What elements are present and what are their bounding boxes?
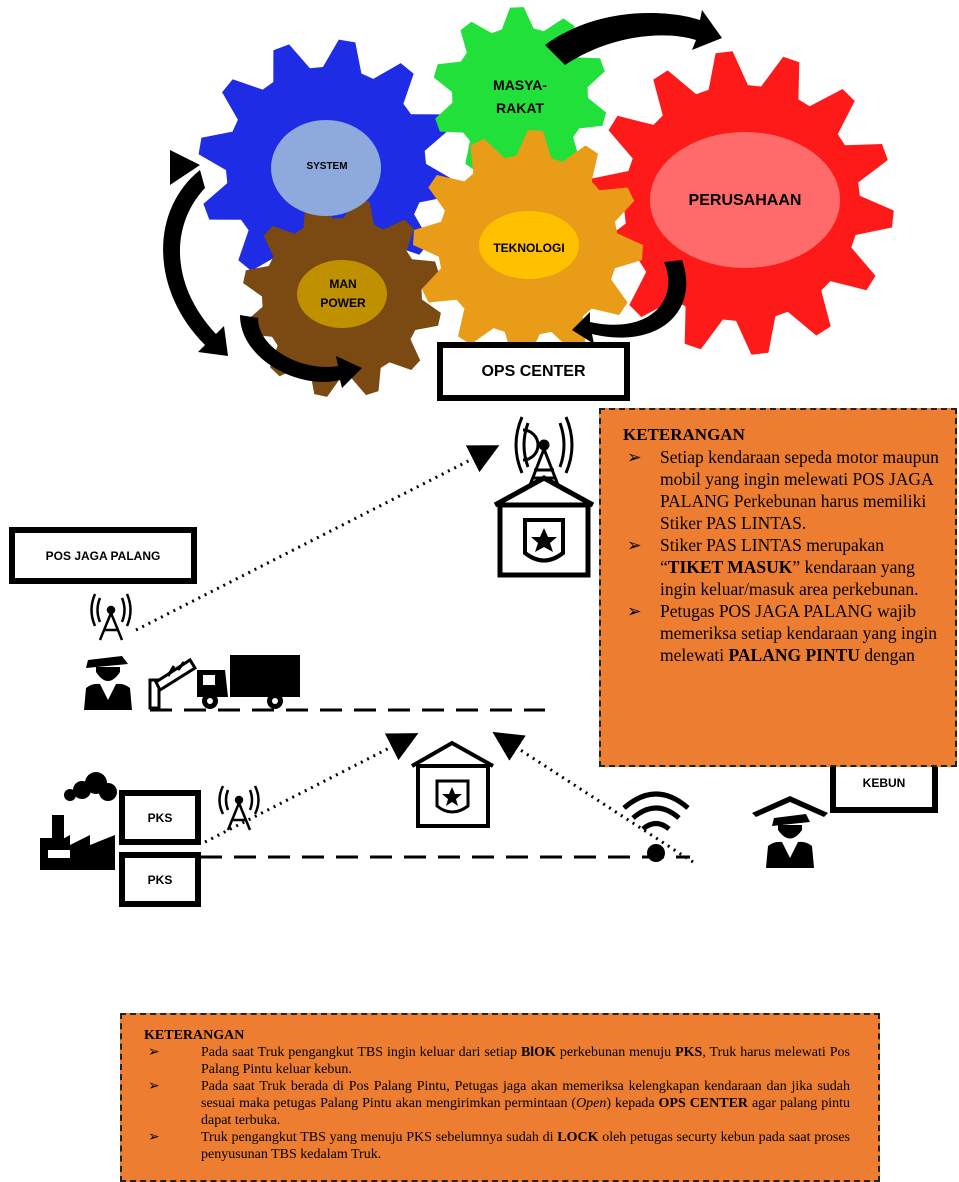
factory-icon bbox=[40, 772, 117, 870]
system-gear-label: SYSTEM bbox=[306, 161, 348, 172]
manpower-gear-center bbox=[297, 260, 387, 328]
keterangan-bottom-item: ➢ Truk pengangkut TBS yang menuju PKS se… bbox=[148, 1130, 850, 1162]
keterangan-top-list: ➢ Setiap kendaraan sepeda motor maupun m… bbox=[623, 446, 939, 666]
pks-tower-icon bbox=[218, 785, 260, 831]
arrow-bullet-icon: ➢ bbox=[148, 1045, 160, 1060]
teknologi-gear-center bbox=[479, 211, 579, 279]
arrow-bullet-icon: ➢ bbox=[627, 601, 642, 621]
pos-jaga-tower-icon bbox=[90, 593, 132, 641]
teknologi-gear-label: TEKNOLOGI bbox=[493, 241, 565, 255]
arrow-bullet-icon: ➢ bbox=[627, 535, 642, 555]
keterangan-bottom-note: KETERANGAN ➢ Pada saat Truk pengangkut T… bbox=[120, 1013, 880, 1182]
barrier-gate-icon bbox=[148, 657, 198, 710]
perusahaan-gear-label: PERUSAHAAN bbox=[688, 192, 802, 209]
ops-center-label: OPS CENTER bbox=[437, 342, 630, 401]
arrow-bullet-icon: ➢ bbox=[627, 447, 642, 467]
manpower-gear-label: MAN POWER bbox=[320, 277, 366, 310]
wifi-icon bbox=[622, 791, 690, 862]
pos-jaga-guard-icon bbox=[84, 656, 132, 710]
keterangan-top-item: ➢ Stiker PAS LINTAS merupakan “TIKET MAS… bbox=[627, 535, 919, 599]
cycle-arrows bbox=[163, 10, 722, 388]
pks-label-bottom: PKS bbox=[119, 852, 201, 907]
keterangan-top-item: ➢ Setiap kendaraan sepeda motor maupun m… bbox=[627, 447, 939, 533]
keterangan-bottom-item: ➢ Pada saat Truk pengangkut TBS ingin ke… bbox=[148, 1045, 850, 1077]
middle-guard-house-icon bbox=[411, 740, 494, 828]
keterangan-top-item: ➢ Petugas POS JAGA PALANG wajib memeriks… bbox=[627, 601, 937, 665]
ops-center-tower-icon bbox=[514, 416, 574, 486]
perusahaan-gear-center bbox=[650, 132, 840, 268]
ops-center-guard-house-icon bbox=[493, 475, 595, 578]
keterangan-bottom-list: ➢ Pada saat Truk pengangkut TBS ingin ke… bbox=[144, 1044, 850, 1163]
arrow-bullet-icon: ➢ bbox=[148, 1130, 160, 1145]
truck-icon bbox=[197, 655, 300, 709]
pos-jaga-palang-label: POS JAGA PALANG bbox=[9, 527, 197, 584]
keterangan-bottom-item: ➢ Pada saat Truk berada di Pos Palang Pi… bbox=[148, 1079, 850, 1128]
keterangan-top-note: KETERANGAN ➢ Setiap kendaraan sepeda mot… bbox=[599, 408, 957, 767]
keterangan-top-title: KETERANGAN bbox=[623, 425, 745, 444]
keterangan-bottom-title: KETERANGAN bbox=[144, 1028, 245, 1043]
kebun-guard-icon bbox=[752, 796, 828, 868]
masyarakat-gear-label: MASYA- RAKAT bbox=[493, 77, 547, 117]
signal-links bbox=[135, 445, 694, 864]
system-gear-center bbox=[271, 120, 381, 216]
arrow-bullet-icon: ➢ bbox=[148, 1079, 160, 1094]
pks-label-top: PKS bbox=[119, 790, 201, 845]
